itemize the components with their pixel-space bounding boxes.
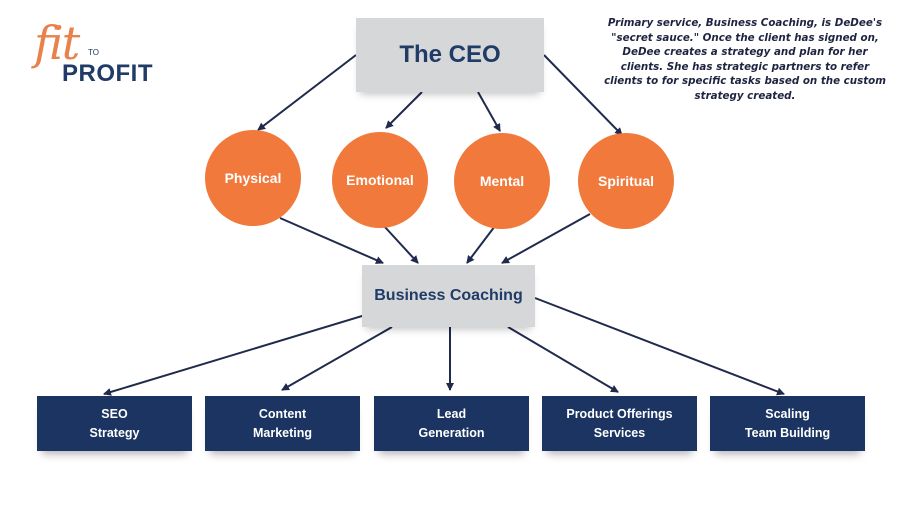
pillar-mental: Mental (454, 133, 550, 229)
arrow-ceo-spiritual (543, 54, 623, 136)
arrow-coaching-seo (103, 309, 383, 396)
service-line2: Generation (418, 425, 485, 440)
arrow-physical-coaching (279, 217, 384, 264)
pillar-physical: Physical (205, 130, 301, 226)
service-line2: Marketing (252, 425, 313, 440)
logo-script-text: fit (34, 16, 80, 70)
pillar-emotional: Emotional (332, 132, 428, 228)
description-note: Primary service, Business Coaching, is D… (604, 17, 886, 102)
arrow-coaching-content (281, 326, 393, 391)
service-line1: Lead (436, 406, 467, 421)
service-product-offerings: Product Offerings Services (542, 396, 697, 451)
arrow-emotional-coaching (383, 225, 419, 264)
arrow-ceo-physical (257, 54, 357, 131)
arrow-ceo-emotional (385, 91, 423, 129)
service-line1: SEO (101, 406, 128, 421)
service-seo-strategy: SEO Strategy (37, 396, 192, 451)
arrow-coaching-product (507, 326, 619, 393)
service-line2: Services (593, 425, 646, 440)
service-line2: Team Building (744, 425, 831, 440)
service-lead-generation: Lead Generation (374, 396, 529, 451)
ceo-node: The CEO (356, 18, 544, 92)
arrow-spiritual-coaching (501, 213, 591, 264)
service-line1: Content (258, 406, 307, 421)
arrow-coaching-scaling (534, 297, 785, 396)
pillar-spiritual: Spiritual (578, 133, 674, 229)
service-line1: Product Offerings (566, 406, 673, 421)
arrow-ceo-mental (477, 91, 501, 132)
service-line1: Scaling (765, 406, 810, 421)
logo-profit-text: PROFIT (62, 60, 153, 87)
service-scaling-team-building: Scaling Team Building (710, 396, 865, 451)
business-coaching-node: Business Coaching (362, 265, 535, 327)
fit-to-profit-logo: fit TO PROFIT (26, 16, 156, 92)
service-content-marketing: Content Marketing (205, 396, 360, 451)
logo-to-text: TO (88, 48, 99, 57)
arrow-mental-coaching (466, 225, 496, 264)
service-line2: Strategy (89, 425, 140, 440)
